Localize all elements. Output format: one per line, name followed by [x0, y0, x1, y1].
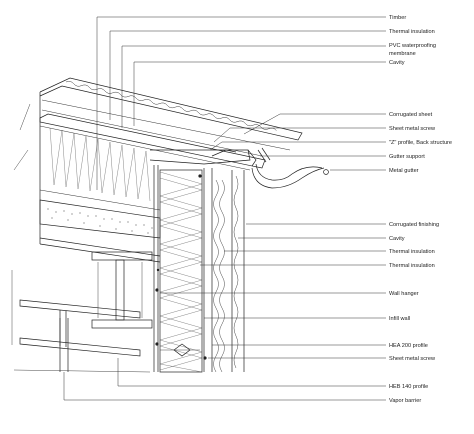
- label-thermal-insulation-roof: Thermal insulation: [389, 29, 435, 35]
- label-z-profile: "Z" profile, Back structure: [389, 140, 452, 146]
- label-infill-wall: Infill wall: [389, 316, 410, 322]
- heb-beam: [13, 299, 151, 373]
- label-thermal-insulation-wall-1: Thermal insulation: [389, 249, 435, 255]
- label-vapor-barrier: Vapor barrier: [389, 398, 421, 404]
- label-sheet-metal-screw-roof: Sheet metal screw: [389, 126, 436, 132]
- label-cavity-wall: Cavity: [389, 236, 405, 242]
- label-wall-hanger: Wall hanger: [389, 291, 419, 297]
- label-metal-gutter: Metal gutter: [389, 168, 419, 174]
- label-hea-200: HEA 200 profile: [389, 343, 428, 349]
- label-pvc-waterproofing: PVC waterproofing: [389, 43, 436, 49]
- wall-assembly: [153, 165, 245, 373]
- screw-markers: [155, 174, 207, 360]
- label-cavity-roof: Cavity: [389, 60, 405, 66]
- callout-labels: Timber Thermal insulation PVC waterproof…: [389, 15, 452, 404]
- label-timber: Timber: [389, 15, 406, 21]
- label-corrugated-finishing: Corrugated finishing: [389, 222, 439, 228]
- label-corrugated-sheet: Corrugated sheet: [389, 112, 433, 118]
- label-thermal-insulation-wall-2: Thermal insulation: [389, 263, 435, 269]
- gutter-detail: [149, 147, 329, 189]
- label-membrane: membrane: [389, 51, 416, 57]
- slab-dots: [47, 208, 153, 234]
- leader-lines: [63, 16, 386, 401]
- roof-assembly: [11, 77, 303, 345]
- label-heb-140: HEB 140 profile: [389, 384, 428, 390]
- hea-column: [91, 251, 153, 329]
- label-sheet-metal-screw-wall: Sheet metal screw: [389, 356, 436, 362]
- label-gutter-support: Gutter support: [389, 154, 425, 160]
